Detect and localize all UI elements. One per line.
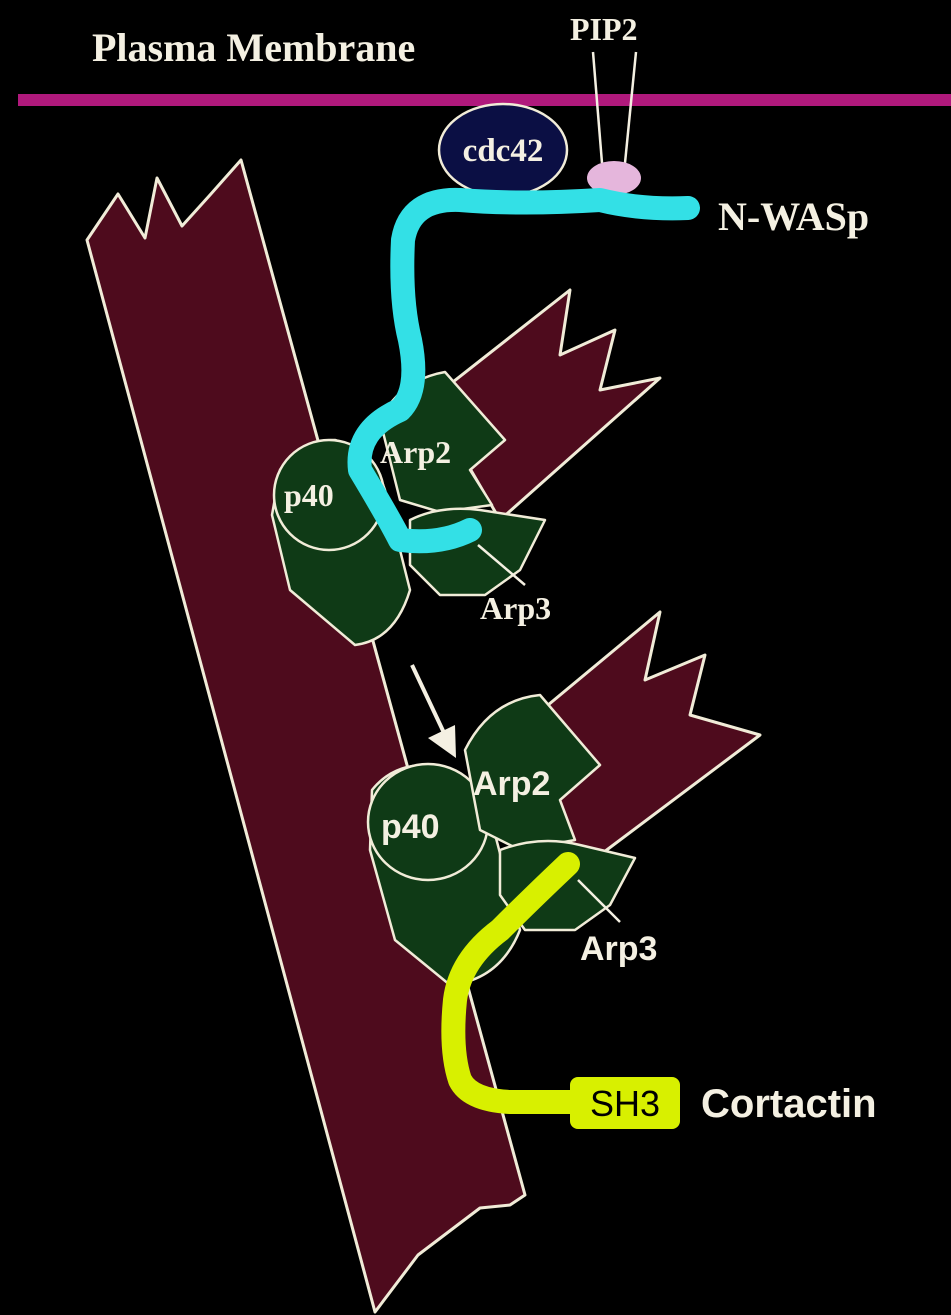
arp2-label-top: Arp2 [380, 434, 451, 470]
pip2-leader-right [625, 52, 636, 163]
pip2-label: PIP2 [570, 11, 638, 47]
nwasp-label: N-WASp [718, 194, 869, 239]
arp2-label-bottom: Arp2 [473, 765, 550, 803]
cdc42-label: cdc42 [463, 133, 544, 169]
p40-label-top: p40 [284, 477, 334, 513]
arp3-label-top: Arp3 [480, 590, 551, 626]
plasma-membrane-label: Plasma Membrane [92, 25, 415, 70]
actin-mother-filament [87, 160, 525, 1312]
pip2-leader-left [593, 52, 602, 163]
arp3-label-bottom: Arp3 [580, 930, 657, 968]
cortactin-label: Cortactin [701, 1082, 877, 1126]
plasma-membrane-line [18, 94, 951, 106]
sh3-label: SH3 [590, 1083, 660, 1124]
transition-arrow-shaft [412, 665, 445, 735]
p40-label-bottom: p40 [381, 808, 440, 846]
